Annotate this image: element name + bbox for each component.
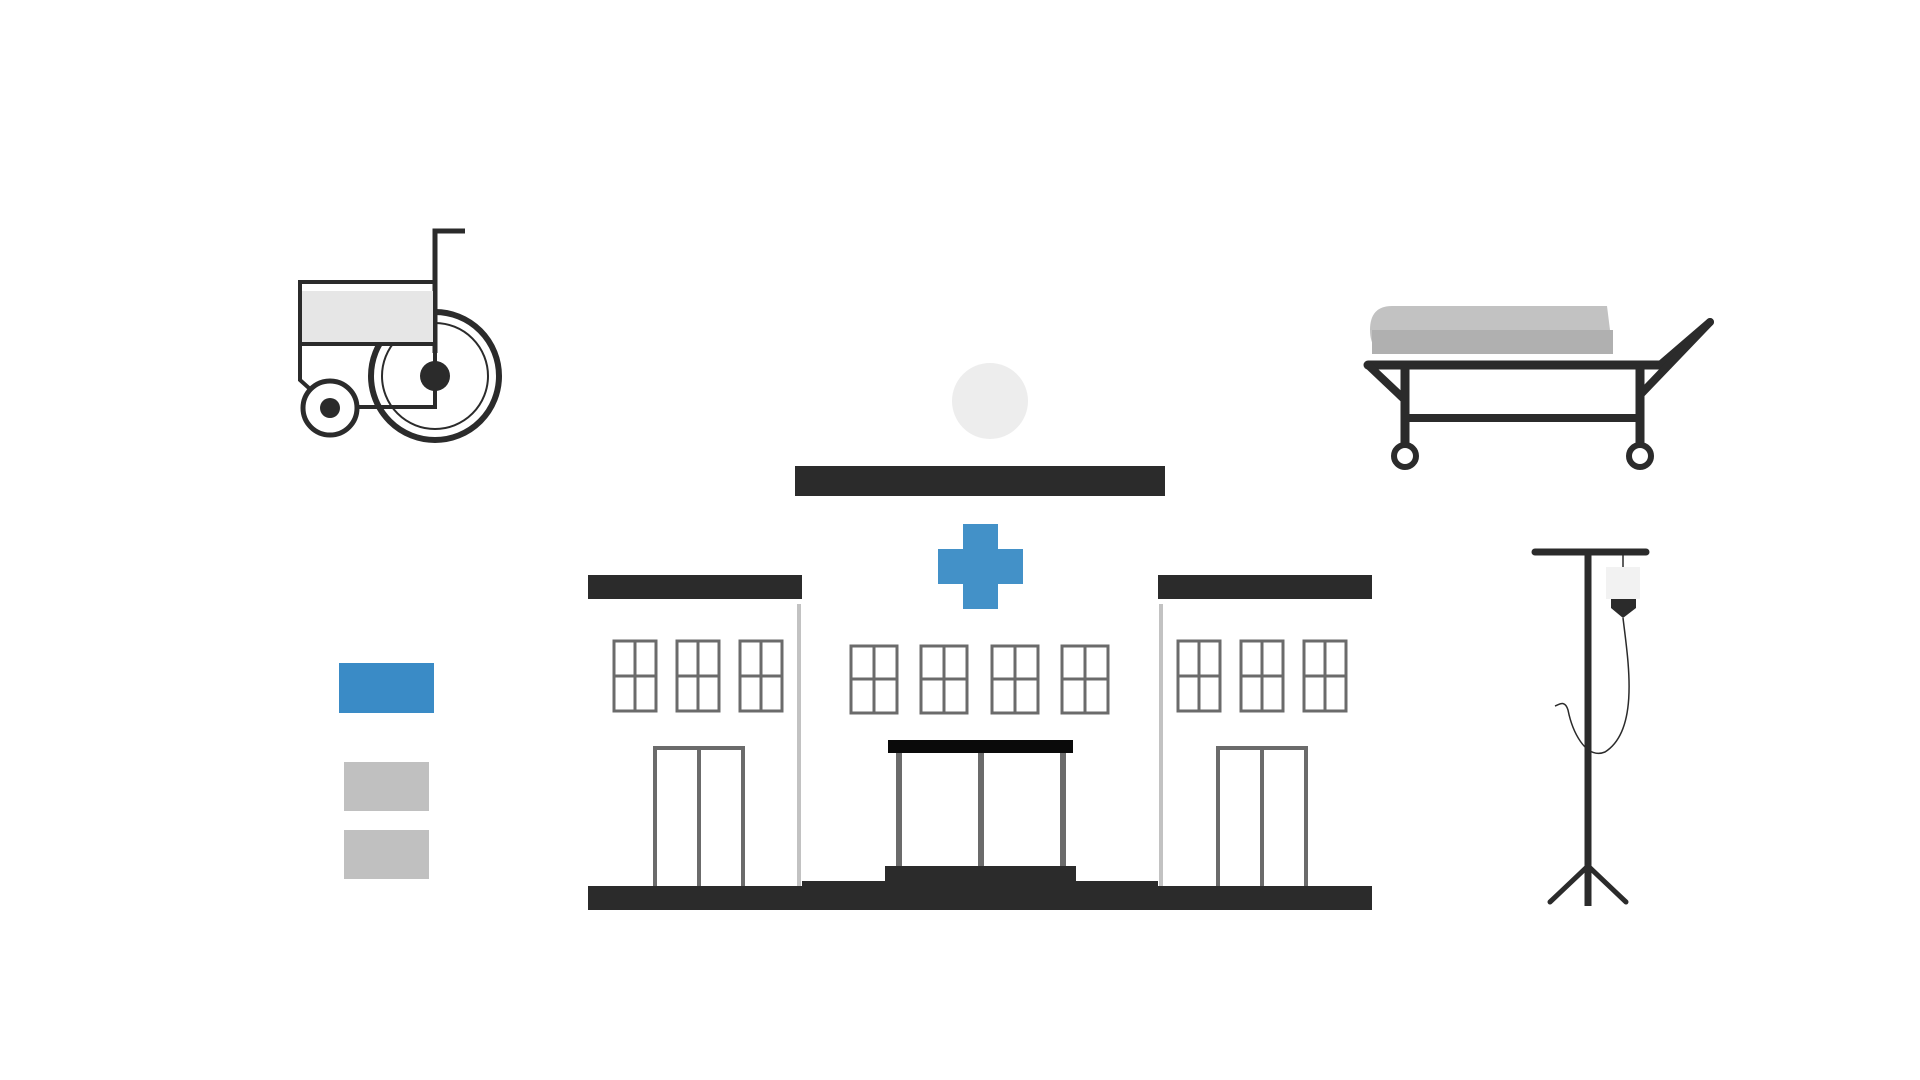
legend-gray-block-1 bbox=[344, 762, 429, 811]
door-right bbox=[1216, 746, 1308, 892]
door-left bbox=[653, 746, 745, 892]
window bbox=[612, 639, 658, 713]
window bbox=[1060, 644, 1110, 715]
hospital-roof-left bbox=[588, 575, 802, 599]
iv-drip-stand-icon bbox=[1531, 548, 1650, 906]
wheelchair-icon bbox=[298, 228, 502, 443]
window bbox=[1176, 639, 1222, 713]
sun-circle bbox=[952, 363, 1028, 439]
hospital-building-icon bbox=[588, 363, 1372, 910]
window bbox=[675, 639, 721, 713]
hospital-roof-right bbox=[1158, 575, 1372, 599]
hospital-wall-divider-right bbox=[1159, 604, 1163, 886]
window bbox=[990, 644, 1040, 715]
wheelchair-seat-cushion bbox=[300, 291, 435, 345]
entrance-canopy bbox=[888, 740, 1073, 753]
window bbox=[1239, 639, 1285, 713]
window bbox=[919, 644, 969, 715]
legend-gray-block-2 bbox=[344, 830, 429, 879]
hospital-roof-top bbox=[795, 466, 1165, 496]
hospital-ground-base bbox=[588, 886, 1372, 910]
window bbox=[849, 644, 899, 715]
hospital-wall-divider-left bbox=[797, 604, 801, 886]
iv-bag bbox=[1606, 567, 1640, 599]
stretcher-icon bbox=[1363, 306, 1714, 470]
medical-cross-icon bbox=[938, 524, 1023, 609]
entrance-pillars bbox=[896, 753, 1066, 868]
window bbox=[1302, 639, 1348, 713]
legend-blue-block bbox=[339, 663, 434, 713]
window bbox=[738, 639, 784, 713]
